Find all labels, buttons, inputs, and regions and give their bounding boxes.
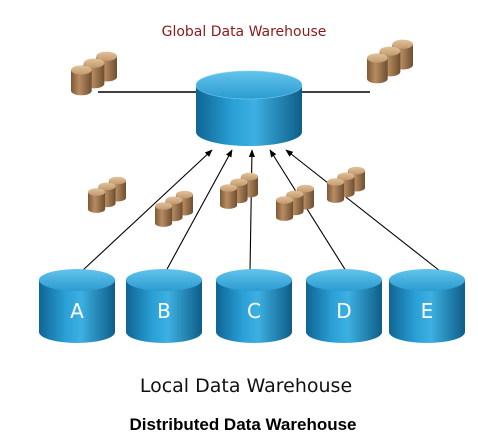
edge-group — [81, 149, 441, 272]
disk-stack-icon — [71, 51, 117, 96]
local-warehouse-label: A — [70, 299, 84, 323]
global-warehouse-cylinder — [195, 70, 303, 146]
local-warehouse-label: E — [421, 299, 434, 323]
local-warehouse-group: A B C D E — [39, 269, 465, 343]
edge-arrow-c — [248, 149, 255, 272]
disk-stack-group — [71, 39, 413, 227]
local-warehouse-e: E — [389, 269, 465, 343]
local-warehouse-label: D — [336, 299, 351, 323]
local-warehouse-c: C — [216, 269, 292, 343]
local-warehouse-label: B — [157, 299, 171, 323]
edge-arrow-a — [81, 149, 213, 272]
disk-stack-icon — [327, 166, 366, 203]
local-warehouse-b: B — [126, 269, 202, 343]
disk-stack-icon — [367, 39, 413, 84]
local-warehouse-a: A — [39, 269, 115, 343]
edge-arrow-b — [165, 149, 233, 272]
disk-stack-icon — [155, 190, 193, 227]
local-warehouse-label: C — [247, 299, 261, 323]
edge-arrow-e — [285, 149, 441, 272]
edge-arrow-d — [269, 149, 347, 272]
disk-stack-icon — [219, 172, 258, 209]
global-warehouse-title: Global Data Warehouse — [162, 24, 327, 40]
local-warehouse-caption: Local Data Warehouse — [140, 375, 352, 397]
local-warehouse-d: D — [306, 269, 382, 343]
disk-stack-icon — [88, 176, 126, 213]
diagram-caption: Distributed Data Warehouse — [129, 415, 356, 434]
disk-stack-icon — [276, 184, 315, 221]
